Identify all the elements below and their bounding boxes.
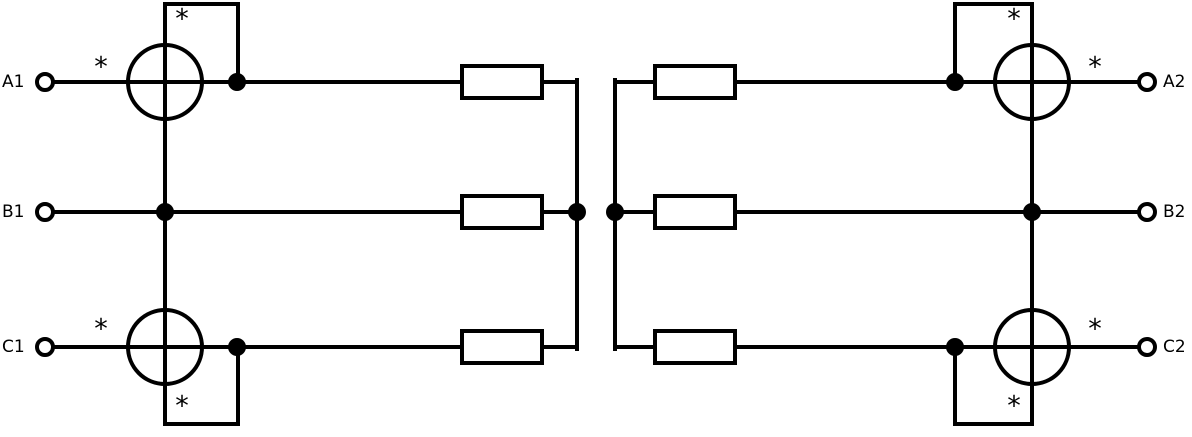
- resistor-right-a[interactable]: [653, 64, 737, 100]
- winding-left-c-line-marker: *: [94, 314, 108, 345]
- terminal-label-b2: B2: [1163, 202, 1185, 222]
- terminal-a1[interactable]: [35, 72, 55, 92]
- terminal-b2[interactable]: [1137, 202, 1157, 222]
- phase-row-a1: A1 * *: [2, 2, 579, 214]
- junction-left-a: [228, 73, 246, 91]
- phase-row-a2: * * A2: [613, 2, 1185, 214]
- winding-right-c-marker: *: [1007, 391, 1021, 422]
- winding-left-a-line-marker: *: [94, 52, 108, 83]
- winding-right-a-marker: *: [1007, 4, 1021, 35]
- resistor-left-b[interactable]: [460, 194, 544, 230]
- terminal-label-b1: B1: [2, 202, 24, 222]
- phase-row-c1: C1 * *: [2, 210, 579, 426]
- junction-bus-left: [568, 203, 586, 221]
- terminal-c1[interactable]: [35, 337, 55, 357]
- terminal-b1[interactable]: [35, 202, 55, 222]
- resistor-left-c[interactable]: [460, 329, 544, 365]
- winding-right-a-polarity-loop: [953, 2, 1034, 84]
- winding-right-a-line-marker: *: [1088, 52, 1102, 83]
- resistor-right-b[interactable]: [653, 194, 737, 230]
- terminal-c2[interactable]: [1137, 337, 1157, 357]
- winding-left-a-marker: *: [175, 4, 189, 35]
- terminal-a2[interactable]: [1137, 72, 1157, 92]
- terminal-label-c1: C1: [2, 337, 25, 357]
- resistor-right-c[interactable]: [653, 329, 737, 365]
- phase-row-b1: B1: [2, 194, 579, 230]
- winding-left-c-marker: *: [175, 391, 189, 422]
- winding-left-a-polarity-loop: [163, 2, 240, 84]
- junction-left-c: [228, 338, 246, 356]
- terminal-label-a2: A2: [1163, 72, 1185, 92]
- resistor-left-a[interactable]: [460, 64, 544, 100]
- winding-right-c-line-marker: *: [1088, 314, 1102, 345]
- phase-row-c2: * * C2: [613, 210, 1186, 426]
- winding-left-c-polarity-loop: [163, 345, 240, 426]
- terminal-label-a1: A1: [2, 72, 24, 92]
- terminal-label-c2: C2: [1163, 337, 1186, 357]
- phase-row-b2: B2: [613, 194, 1185, 230]
- winding-right-c-polarity-loop: [953, 345, 1034, 426]
